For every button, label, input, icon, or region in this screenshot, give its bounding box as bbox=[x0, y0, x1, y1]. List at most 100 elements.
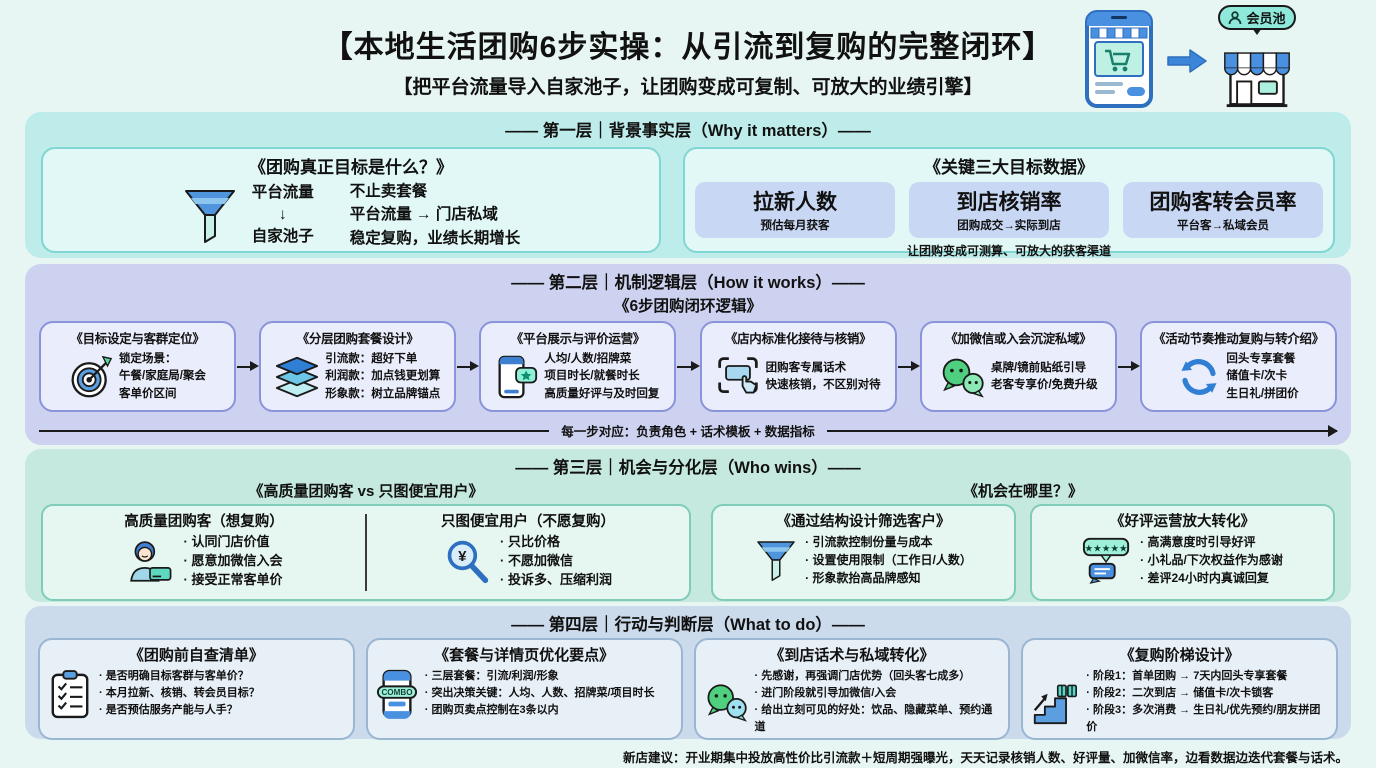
bullet: 不愿加微信 bbox=[500, 552, 612, 571]
step-line: 老客专享价/免费升级 bbox=[990, 379, 1098, 391]
layer2-heading: —— 第二层｜机制逻辑层（How it works）—— bbox=[511, 274, 865, 292]
bullet: 只比价格 bbox=[500, 533, 612, 552]
step-line: 客单价区间 bbox=[119, 387, 177, 400]
goal-points: 不止卖套餐 平台流量 → 门店私域 稳定复购，业绩长期增长 bbox=[350, 180, 521, 250]
funnel-labels: 平台流量 ↓ 自家池子 bbox=[252, 182, 314, 247]
storefront-group: 会员池 bbox=[1218, 5, 1296, 108]
step-line: 午餐/家庭局/聚会 bbox=[119, 370, 206, 383]
repurchase-ladder-card: 《复购阶梯设计》 阶段1：首单团购 → 7天内回头专享套餐 阶段2：二次到店 →… bbox=[1021, 638, 1338, 740]
bullet: 设置使用限制（工作日/人数） bbox=[805, 551, 972, 569]
layer2-subheading: 《6步团购闭环逻辑》 bbox=[613, 298, 763, 315]
step-line: 生日礼/拼团价 bbox=[1226, 387, 1299, 400]
layer3-band: —— 第三层｜机会与分化层（Who wins）—— 《高质量团购客 vs 只图便… bbox=[25, 449, 1351, 602]
funnel-icon bbox=[757, 541, 795, 581]
goal-point: 稳定复购，业绩长期增长 bbox=[349, 229, 521, 247]
step-lines: 人均/人数/招牌菜 项目时长/就餐时长 高质量好评与及时回复 bbox=[544, 351, 659, 403]
checklist-card: 《团购前自查清单》 是否明确目标客群与客单价？ 本月拉新、核 bbox=[38, 638, 355, 740]
yen-symbol: ¥ bbox=[458, 549, 467, 565]
opp-card-title: 《好评运营放大转化》 bbox=[1110, 514, 1255, 530]
compare-card: 高质量团购客（想复购） 认同门店价值 bbox=[41, 504, 691, 601]
target-icon bbox=[71, 355, 113, 398]
wechat-icon bbox=[942, 358, 984, 398]
bullet: 是否明确目标客群与客单价？ bbox=[99, 668, 260, 685]
member-bubble-label: 会员池 bbox=[1246, 11, 1286, 26]
caption-line-arrow bbox=[826, 424, 1339, 437]
arrow-right-icon bbox=[236, 321, 260, 412]
caption-line bbox=[39, 429, 550, 432]
arrow-right-icon bbox=[676, 321, 700, 412]
opp-card-title: 《通过结构设计筛选客户》 bbox=[776, 514, 951, 530]
bullet: 高满意度时引导好评 bbox=[1140, 533, 1283, 551]
metric-name: 拉新人数 bbox=[753, 191, 837, 214]
layer1-band: —— 第一层｜背景事实层（Why it matters）—— 《团购真正目标是什… bbox=[25, 112, 1351, 258]
step-5-card: 《加微信或入会沉淀私域》 桌牌/镜前贴纸引导 老客专享价/免费升级 bbox=[919, 321, 1117, 412]
footer-note: 新店建议：开业期集中投放高性价比引流款＋短周期强曝光，天天记录核销人数、好评量、… bbox=[622, 751, 1348, 765]
bullet: 小礼品/下次权益作为感谢 bbox=[1140, 551, 1283, 569]
metric-desc: 平台客→私域会员 bbox=[1177, 220, 1269, 232]
combo-phone-icon: COMBO bbox=[376, 669, 417, 719]
l4-card-title: 《复购阶梯设计》 bbox=[1119, 647, 1240, 664]
filter-design-points: 引流款控制份量与成本 设置使用限制（工作日/人数） 形象款抬高品牌感知 bbox=[805, 533, 972, 587]
metric-desc: 团购成交→实际到店 bbox=[957, 220, 1061, 232]
step-title: 《加微信或入会沉淀私域》 bbox=[945, 332, 1092, 346]
repeat-cycle-icon bbox=[1181, 359, 1217, 395]
layer3-heading: —— 第三层｜机会与分化层（Who wins）—— bbox=[515, 459, 861, 477]
step-line: 锁定场景： bbox=[119, 353, 177, 366]
bullet: 三层套餐：引流/利润/形象 bbox=[425, 668, 655, 685]
funnel-top-label: 平台流量 bbox=[251, 184, 314, 202]
store-awning bbox=[1224, 52, 1290, 76]
bullet: 给出立刻可见的好处：饮品、隐藏菜单、预约通道 bbox=[755, 702, 1001, 736]
step-6-card: 《活动节奏推动复购与转介绍》 回头专享套餐 储值卡/次卡 生日礼/拼团价 bbox=[1140, 321, 1338, 412]
step-1-card: 《目标设定与客群定位》 锁定场景： 午餐/家庭局/聚会 客单价区间 bbox=[39, 321, 236, 412]
metric-name: 团购客转会员率 bbox=[1149, 191, 1297, 214]
bullet: 接受正常客单价 bbox=[184, 571, 282, 590]
bullet: 投诉多、压缩利润 bbox=[500, 571, 612, 590]
arrow-right-icon bbox=[1117, 321, 1141, 412]
instore-script-card: 《到店话术与私域转化》 先感谢，再强调门店优势（回头客七成多） 进门阶段就引导加… bbox=[693, 638, 1011, 740]
step-title: 《活动节奏推动复购与转介绍》 bbox=[1153, 332, 1324, 346]
goal-card: 《团购真正目标是什么？》 平台流量 ↓ 自家池子 bbox=[41, 147, 661, 253]
layer1-heading: —— 第一层｜背景事实层（Why it matters）—— bbox=[505, 122, 871, 140]
review-ops-points: 高满意度时引导好评 小礼品/下次权益作为感谢 差评24小时内真诚回复 bbox=[1140, 533, 1283, 587]
opportunity-title: 《机会在哪里？》 bbox=[962, 483, 1083, 500]
layers-icon bbox=[276, 356, 319, 398]
opportunity-section: 《机会在哪里？》 《通过结构设计筛选客户》 引流款控制份量与成本 bbox=[711, 480, 1335, 601]
step-lines: 回头专享套餐 储值卡/次卡 生日礼/拼团价 bbox=[1226, 351, 1298, 403]
storefront-icon bbox=[1224, 52, 1290, 108]
layer4-band: —— 第四层｜行动与判断层（What to do）—— 《团购前自查清单》 bbox=[25, 606, 1351, 740]
vertical-divider bbox=[365, 514, 367, 591]
l4-card-title: 《到店话术与私域转化》 bbox=[769, 647, 935, 664]
bullet: 突出决策关键：人均、人数、招牌菜/项目时长 bbox=[425, 685, 654, 702]
step-lines: 引流款：超好下单 利润款：加点钱更划算 形象款：树立品牌锚点 bbox=[325, 351, 440, 403]
step-3-card: 《平台展示与评价运营》 人均/人数/招牌菜 项目时长/就餐时长 高质量好评与及时… bbox=[479, 321, 677, 412]
l4-card-title: 《团购前自查清单》 bbox=[128, 647, 264, 664]
metrics-card: 《关键三大目标数据》 拉新人数 预估每月获客 到店核销率 团购成交→实际到店 团… bbox=[683, 147, 1335, 258]
metric-desc: 预估每月获客 bbox=[760, 220, 830, 232]
metric-member-conversion: 团购客转会员率 平台客→私域会员 bbox=[1123, 182, 1323, 238]
step-line: 项目时长/就餐时长 bbox=[544, 370, 640, 383]
metric-name: 到店核销率 bbox=[956, 191, 1062, 214]
arrow-right-icon bbox=[456, 321, 480, 412]
phone-shop-icon bbox=[1085, 10, 1153, 108]
compare-left-points: 认同门店价值 愿意加微信入会 接受正常客单价 bbox=[184, 533, 282, 590]
combo-page-points: 三层套餐：引流/利润/形象 突出决策关键：人均、人数、招牌菜/项目时长 团购页卖… bbox=[425, 668, 655, 719]
step-line: 回头专享套餐 bbox=[1226, 353, 1296, 366]
combo-label: COMBO bbox=[381, 688, 412, 697]
step-4-card: 《店内标准化接待与核销》 团购客专属话术 快速核销，不区别对待 bbox=[699, 321, 897, 412]
layer2-caption: 每一步对应：负责角色 + 话术模板 + 数据指标 bbox=[561, 425, 815, 439]
bullet: 阶段2：二次到店 → 储值卡/次卡锁客 bbox=[1086, 685, 1328, 702]
step-line: 桌牌/镜前贴纸引导 bbox=[990, 361, 1087, 374]
step-line: 引流款：超好下单 bbox=[325, 353, 418, 366]
stairs-gift-icon bbox=[1034, 684, 1078, 725]
arrow-right-icon bbox=[897, 321, 921, 412]
steps-row: 《目标设定与客群定位》 锁定场景： 午餐/家庭局/聚会 客单价区间 bbox=[25, 316, 1351, 412]
bullet: 团购页卖点控制在3条以内 bbox=[425, 702, 655, 719]
bullet: 引流款控制份量与成本 bbox=[805, 533, 972, 551]
phone-review-icon bbox=[498, 355, 538, 399]
compare-right-col: 只图便宜用户（不愿复购） ¥ 只比价格 不愿加微信 投诉多、压缩利润 bbox=[367, 506, 689, 599]
compare-right-points: 只比价格 不愿加微信 投诉多、压缩利润 bbox=[500, 533, 612, 590]
bullet: 形象款抬高品牌感知 bbox=[805, 569, 972, 587]
layer2-band: —— 第二层｜机制逻辑层（How it works）—— 《6步团购闭环逻辑》 … bbox=[25, 264, 1351, 445]
compare-section: 《高质量团购客 vs 只图便宜用户》 高质量团购客（想复购） bbox=[41, 480, 691, 601]
bullet: 差评24小时内真诚回复 bbox=[1140, 569, 1283, 587]
